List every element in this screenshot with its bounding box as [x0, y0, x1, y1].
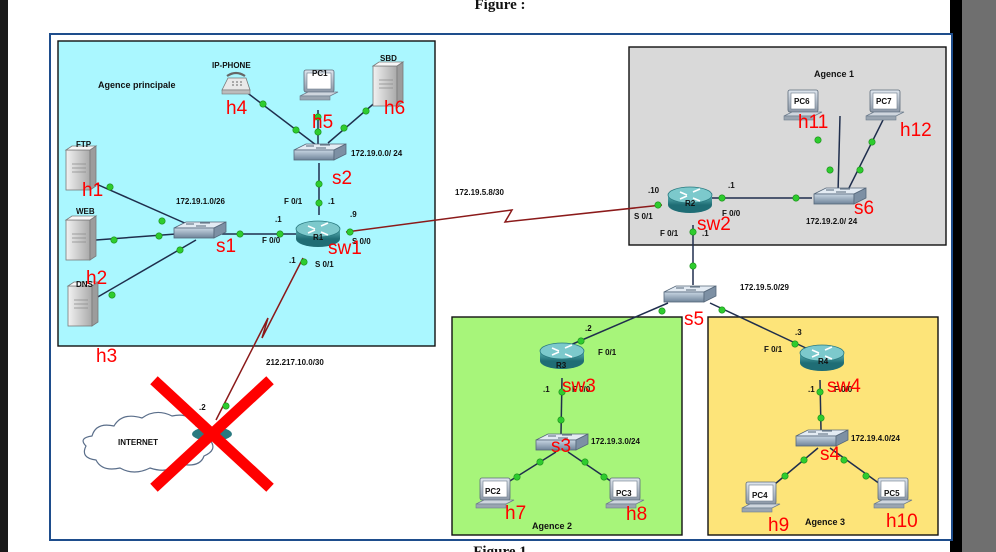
red-label-sw3: sw3 — [562, 376, 596, 397]
label-pc7: PC7 — [876, 97, 892, 106]
red-label-h5: h5 — [312, 112, 333, 133]
red-label-h3: h3 — [96, 346, 117, 367]
switch-icon-s5 — [663, 285, 717, 303]
label-pc5: PC5 — [884, 489, 900, 498]
red-label-h9: h9 — [768, 515, 789, 536]
red-label-h7: h7 — [505, 503, 526, 524]
label-pc4: PC4 — [752, 491, 768, 500]
figure-bottom-caption: Figure 1 — [473, 544, 526, 552]
ip-r2-f01: .1 — [702, 229, 709, 238]
net-172-19-5-8: 172.19.5.8/30 — [455, 188, 504, 197]
ip-r2-f00: .1 — [728, 181, 735, 190]
red-label-h10: h10 — [886, 511, 918, 532]
label-dns: DNS — [76, 280, 94, 289]
port-r4-f00: F 0/0 — [834, 385, 853, 394]
net-172-19-2-0: 172.19.2.0/ 24 — [806, 217, 858, 226]
red-label-h12: h12 — [900, 120, 932, 141]
zone-agence-1 — [628, 46, 947, 246]
page-left-edge — [0, 0, 8, 552]
red-label-s2: s2 — [332, 168, 352, 189]
server-icon-web — [65, 215, 97, 261]
label-r1: R1 — [313, 233, 324, 242]
net-212: 212.217.10.0/30 — [266, 358, 324, 367]
red-label-sw1: sw1 — [328, 238, 362, 259]
port-r2-s01: S 0/1 — [634, 212, 653, 221]
ip-r1-f00: .1 — [275, 215, 282, 224]
label-internet: INTERNET — [118, 438, 158, 447]
red-label-s5: s5 — [684, 309, 704, 330]
ip-r2-s01: .10 — [648, 186, 660, 195]
ip-r1-s00: .9 — [350, 210, 357, 219]
label-pc3: PC3 — [616, 489, 632, 498]
ip-r3-f00: .1 — [543, 385, 550, 394]
label-pc6: PC6 — [794, 97, 810, 106]
red-label-sw2: sw2 — [697, 214, 731, 235]
zone-title-principale: Agence principale — [98, 80, 176, 90]
net-172-19-1-0: 172.19.1.0/26 — [176, 197, 225, 206]
red-label-s3: s3 — [551, 436, 571, 457]
viewer-background — [962, 0, 996, 552]
label-ftp: FTP — [76, 140, 92, 149]
net-172-19-4-0: 172.19.4.0/24 — [851, 434, 900, 443]
label-r2: R2 — [685, 199, 696, 208]
net-172-19-0-0: 172.19.0.0/ 24 — [351, 149, 403, 158]
label-pc1: PC1 — [312, 69, 328, 78]
red-label-h6: h6 — [384, 98, 405, 119]
port-r1-f00: F 0/0 — [262, 236, 281, 245]
port-r2-f01: F 0/1 — [660, 229, 679, 238]
port-r4-f01: F 0/1 — [764, 345, 783, 354]
port-r3-f00: F 0/0 — [572, 385, 591, 394]
port-r1-s01: S 0/1 — [315, 260, 334, 269]
zone-title-agence3: Agence 3 — [805, 517, 845, 527]
red-label-h8: h8 — [626, 504, 647, 525]
red-label-s6: s6 — [854, 198, 874, 219]
label-sbd: SBD — [380, 54, 397, 63]
red-label-h11: h11 — [798, 112, 828, 133]
red-label-sw4: sw4 — [827, 376, 861, 397]
zone-title-agence2: Agence 2 — [532, 521, 572, 531]
zone-title-agence1: Agence 1 — [814, 69, 854, 79]
ip-r1-s01: .1 — [289, 256, 296, 265]
wan-links — [215, 204, 663, 421]
red-label-h1: h1 — [82, 180, 103, 201]
label-r4: R4 — [818, 357, 829, 366]
ip-r4-f01: .3 — [795, 328, 802, 337]
label-ip-phone: IP-PHONE — [212, 61, 251, 70]
red-label-h2: h2 — [86, 268, 107, 289]
label-pc2: PC2 — [485, 487, 501, 496]
label-r3: R3 — [556, 361, 567, 370]
lan-links — [93, 87, 885, 485]
red-label-s4: s4 — [820, 444, 841, 465]
cross-icon — [150, 376, 274, 492]
figure-top-caption: Figure : — [475, 0, 526, 13]
red-label-h4: h4 — [226, 98, 248, 119]
switch-icon-s2 — [293, 143, 347, 161]
red-label-s1: s1 — [216, 236, 236, 257]
ip-internet: .2 — [199, 403, 206, 412]
net-172-19-5-0: 172.19.5.0/29 — [740, 283, 789, 292]
port-r3-f01: F 0/1 — [598, 348, 617, 357]
port-r2-f00: F 0/0 — [722, 209, 741, 218]
net-172-19-3-0: 172.19.3.0/24 — [591, 437, 640, 446]
ip-r3-f01: .2 — [585, 324, 592, 333]
ip-r4-f00: .1 — [808, 385, 815, 394]
label-web: WEB — [76, 207, 95, 216]
port-r1-s00: S 0/0 — [352, 237, 371, 246]
port-r1-f01: F 0/1 — [284, 197, 303, 206]
ip-r1-f01: .1 — [328, 197, 335, 206]
